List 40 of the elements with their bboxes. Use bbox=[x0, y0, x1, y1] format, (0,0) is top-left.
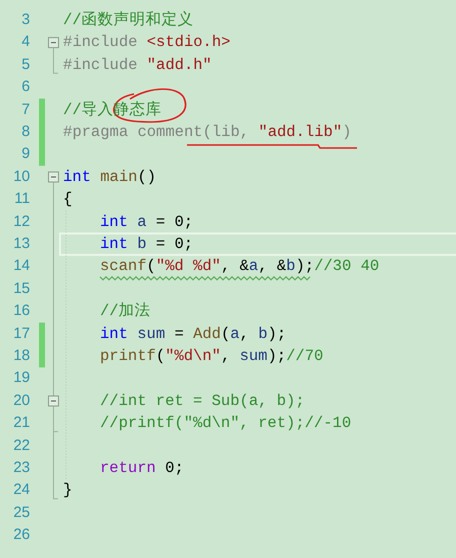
line-number: 4 bbox=[20, 32, 30, 52]
line-number: 10 bbox=[12, 166, 30, 187]
line-number: 8 bbox=[20, 122, 30, 142]
line-number: 20 bbox=[12, 390, 30, 411]
code-line: int b = 0; bbox=[100, 234, 194, 255]
line-number: 25 bbox=[12, 502, 30, 523]
code-line: int sum = Add(a, b); bbox=[100, 324, 286, 345]
line-number: 21 bbox=[12, 413, 30, 434]
line-number: 17 bbox=[12, 324, 30, 344]
code-line: } bbox=[63, 480, 72, 502]
line-number: 18 bbox=[12, 346, 30, 366]
line-number: 19 bbox=[12, 368, 30, 388]
line-number: 11 bbox=[13, 189, 30, 210]
line-number: 6 bbox=[20, 77, 30, 98]
code-line: //加法 bbox=[100, 301, 151, 322]
code-line: return 0; bbox=[100, 458, 184, 479]
line-number: 5 bbox=[20, 54, 30, 75]
code-line: int main() bbox=[63, 166, 156, 188]
code-line: #include <stdio.h> bbox=[63, 32, 230, 54]
line-number: 13 bbox=[12, 234, 30, 254]
code-line: #include "add.h" bbox=[63, 54, 212, 76]
code-line: { bbox=[63, 189, 72, 210]
line-number: 9 bbox=[20, 144, 30, 164]
code-line: //printf("%d\n", ret);//-10 bbox=[100, 413, 352, 434]
code-line: //int ret = Sub(a, b); bbox=[100, 390, 305, 412]
code-line: scanf("%d %d", &a, &b);//30 40 bbox=[100, 256, 380, 278]
line-number: 14 bbox=[12, 256, 30, 276]
line-number: 22 bbox=[12, 436, 30, 456]
line-number: 15 bbox=[12, 278, 30, 299]
code-line: #pragma comment(lib, "add.lib") bbox=[63, 122, 352, 143]
code-line: //函数声明和定义 bbox=[63, 10, 194, 31]
line-number: 3 bbox=[20, 10, 30, 30]
line-number: 23 bbox=[12, 458, 30, 478]
code-line: printf("%d\n", sum);//70 bbox=[100, 346, 324, 367]
line-number: 12 bbox=[12, 212, 30, 232]
code-line: int a = 0; bbox=[100, 212, 194, 233]
line-number: 16 bbox=[12, 301, 30, 322]
line-number: 7 bbox=[20, 100, 30, 120]
line-number: 24 bbox=[12, 480, 30, 500]
line-number: 26 bbox=[12, 525, 30, 546]
